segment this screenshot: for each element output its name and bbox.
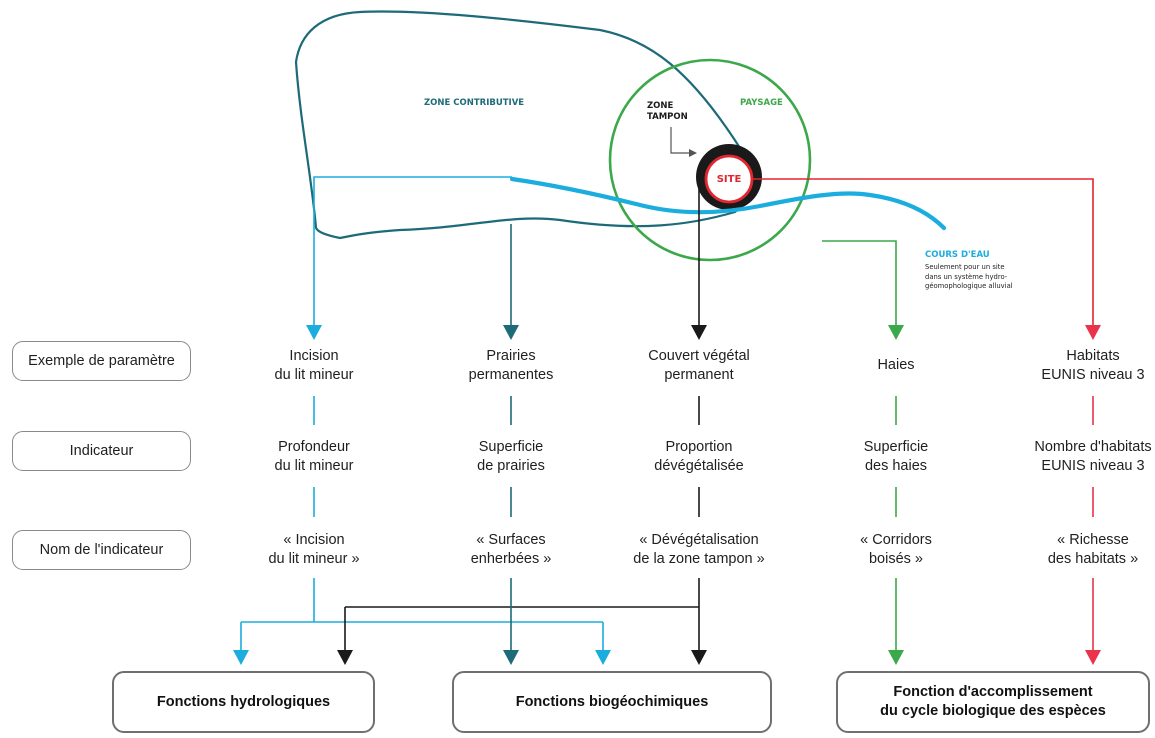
arrow-bio-teal xyxy=(503,650,519,665)
function-hydrologiques-label: Fonctions hydrologiques xyxy=(156,693,331,710)
function-cycle-label-line2: du cycle biologique des espèces xyxy=(880,703,1106,719)
connector-col1-top xyxy=(313,176,512,326)
col1-name-line2: du lit mineur » xyxy=(268,551,360,567)
row-label-indicateur: Indicateur xyxy=(12,431,191,471)
col5-param: Habitats EUNIS niveau 3 xyxy=(1039,347,1147,385)
row-label-nom-text: Nom de l'indicateur xyxy=(39,542,164,558)
arrow-col4-top xyxy=(888,325,904,340)
paysage-circle xyxy=(608,58,812,262)
col4-indicator-line2: des haies xyxy=(864,458,928,474)
col2-name: « Surfaces enherbées » xyxy=(468,531,554,569)
col3-param-line2: permanent xyxy=(664,367,734,383)
col5-indicator: Nombre d'habitats EUNIS niveau 3 xyxy=(1032,438,1154,476)
col5-name-line1: « Richesse xyxy=(1057,532,1129,548)
row-label-nom: Nom de l'indicateur xyxy=(12,530,191,570)
col3-name: « Dévégétalisation de la zone tampon » xyxy=(631,531,767,569)
cours-eau-note-line1: Seulement pour un site xyxy=(925,263,1005,271)
col3-indicator-line1: Proportion xyxy=(665,439,733,455)
cours-eau-river xyxy=(509,176,947,231)
blue-bottom-routing xyxy=(240,621,604,651)
col2-indicator-line1: Superficie xyxy=(478,439,544,455)
function-box-biogeochimiques: Fonctions biogéochimiques xyxy=(452,671,772,733)
cours-eau-label: COURS D'EAU xyxy=(925,250,990,260)
col5-name-line2: des habitats » xyxy=(1047,551,1139,567)
row-label-parametre: Exemple de paramètre xyxy=(12,341,191,381)
arrow-col3-top xyxy=(691,325,707,340)
col2-name-line2: enherbées » xyxy=(470,551,552,567)
paysage-label: PAYSAGE xyxy=(740,98,783,108)
col1-name-line1: « Incision xyxy=(283,532,345,548)
col4-name-line2: boisés » xyxy=(868,551,923,567)
zone-tampon-label-line1: ZONE xyxy=(647,101,674,111)
col3-indicator-line2: dévégétalisée xyxy=(654,458,744,474)
function-box-hydrologiques: Fonctions hydrologiques xyxy=(112,671,375,733)
connector-col4-top xyxy=(822,240,897,326)
arrow-bio-black xyxy=(691,650,707,665)
zone-tampon-pointer-head xyxy=(689,149,697,157)
col2-param: Prairies permanentes xyxy=(466,347,556,385)
cours-eau-note-line2: dans un système hydro- xyxy=(925,272,1008,281)
col4-param-line1: Haies xyxy=(877,357,915,373)
col3-indicator: Proportion dévégétalisée xyxy=(652,438,746,476)
col4-indicator: Superficie des haies xyxy=(861,438,931,476)
col3-param: Couvert végétal permanent xyxy=(646,347,752,385)
function-biogeochimiques-label: Fonctions biogéochimiques xyxy=(515,693,709,710)
col4-param: Haies xyxy=(875,356,917,375)
col3-name-line1: « Dévégétalisation xyxy=(639,532,759,548)
cours-eau-note: Seulement pour un site dans un système h… xyxy=(925,263,1013,292)
arrow-hydro-black xyxy=(337,650,353,665)
black-bottom-routing xyxy=(344,606,700,651)
arrow-col1-top xyxy=(306,325,322,340)
zone-contributive-label: ZONE CONTRIBUTIVE xyxy=(424,98,525,108)
col3-param-line1: Couvert végétal xyxy=(648,348,750,364)
col5-param-line2: EUNIS niveau 3 xyxy=(1041,367,1145,383)
zone-tampon-pointer xyxy=(670,127,693,154)
function-cycle-label-line1: Fonction d'accomplissement xyxy=(893,684,1093,700)
row-label-indicateur-text: Indicateur xyxy=(69,443,134,459)
col1-indicator: Profondeur du lit mineur xyxy=(272,438,356,476)
col1-param: Incision du lit mineur xyxy=(272,347,356,385)
col4-name: « Corridors boisés » xyxy=(858,531,934,569)
col1-indicator-line1: Profondeur xyxy=(278,439,350,455)
connector-col5-top xyxy=(752,178,1094,326)
row-label-parametre-text: Exemple de paramètre xyxy=(28,353,175,369)
col2-indicator-line2: de prairies xyxy=(477,458,545,474)
col2-name-line1: « Surfaces xyxy=(476,532,546,548)
col2-param-line2: permanentes xyxy=(468,367,554,383)
col5-indicator-line1: Nombre d'habitats xyxy=(1034,439,1152,455)
arrow-bio-blue xyxy=(595,650,611,665)
zone-contributive-outline xyxy=(294,10,745,240)
col5-name: « Richesse des habitats » xyxy=(1045,531,1141,569)
arrow-hydro-blue xyxy=(233,650,249,665)
col1-param-line1: Incision xyxy=(289,348,339,364)
col2-param-line1: Prairies xyxy=(486,348,536,364)
col1-name: « Incision du lit mineur » xyxy=(266,531,362,569)
col5-param-line1: Habitats xyxy=(1066,348,1120,364)
arrow-col2-top xyxy=(503,325,519,340)
col1-param-line2: du lit mineur xyxy=(274,367,354,383)
col5-indicator-line2: EUNIS niveau 3 xyxy=(1041,458,1145,474)
col2-indicator: Superficie de prairies xyxy=(475,438,547,476)
arrow-col5-top xyxy=(1085,325,1101,340)
col4-name-line1: « Corridors xyxy=(860,532,932,548)
col1-indicator-line2: du lit mineur xyxy=(274,458,354,474)
function-box-cycle-biologique: Fonction d'accomplissement du cycle biol… xyxy=(836,671,1150,733)
arrow-cycle-green xyxy=(888,650,904,665)
arrow-cycle-red xyxy=(1085,650,1101,665)
site-label: SITE xyxy=(716,173,742,185)
col4-indicator-line1: Superficie xyxy=(863,439,929,455)
cours-eau-note-line3: géomophologique alluvial xyxy=(925,282,1013,290)
zone-tampon-label-line2: TAMPON xyxy=(647,112,688,122)
col3-name-line2: de la zone tampon » xyxy=(633,551,765,567)
